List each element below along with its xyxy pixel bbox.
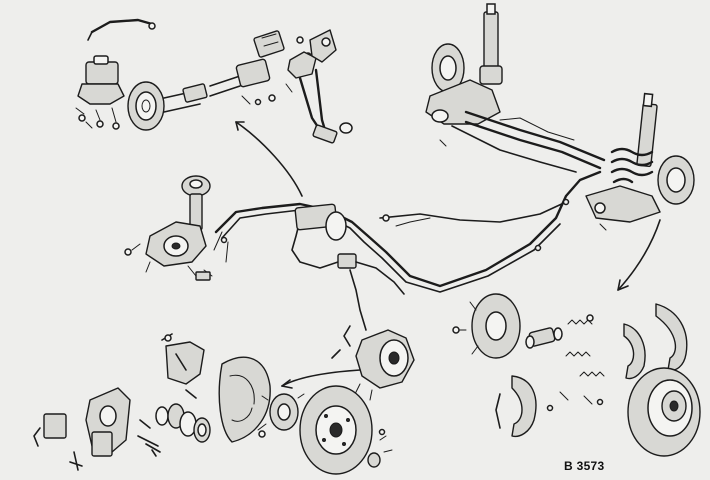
rear-axle-assembly (425, 3, 695, 231)
trailing-arm-right (585, 185, 661, 223)
front-hub-right (331, 325, 415, 404)
fluid-reservoir (85, 61, 119, 85)
return-spring-lower (579, 371, 605, 377)
front-suspension-left (124, 175, 213, 281)
pedal-box (309, 29, 337, 63)
reference-arrow-rear-drum (617, 219, 661, 291)
reference-arrow-master (235, 121, 303, 197)
caliper-bracket (165, 341, 205, 385)
brake-shoe-right (623, 323, 646, 380)
splash-shield (218, 356, 271, 443)
pedal-bracket (235, 58, 271, 88)
brake-pad-outer (43, 413, 67, 439)
brake-pipe-upper (90, 18, 154, 34)
brake-shoe-left (511, 375, 537, 438)
brake-pad-inner (91, 431, 113, 457)
coil-spring (610, 147, 654, 184)
front-disc-assembly (218, 356, 393, 475)
reference-arrow-front-disc (281, 369, 361, 387)
axle-beam (464, 110, 606, 162)
disc-brake-caliper-exploded (33, 333, 211, 471)
shock-absorber-right (636, 102, 658, 168)
handbrake-cable (379, 201, 567, 223)
brake-pedal-pad (312, 124, 338, 144)
master-cylinder (77, 83, 125, 105)
shock-absorber-left (483, 11, 499, 69)
brake-pipe-network (213, 170, 602, 331)
figure-reference-label: B 3573 (564, 459, 605, 473)
rear-drum-brake-exploded (452, 293, 701, 457)
pressure-regulator (337, 253, 357, 269)
piston-seal (155, 406, 169, 426)
master-cylinder-servo-assembly (75, 18, 353, 144)
